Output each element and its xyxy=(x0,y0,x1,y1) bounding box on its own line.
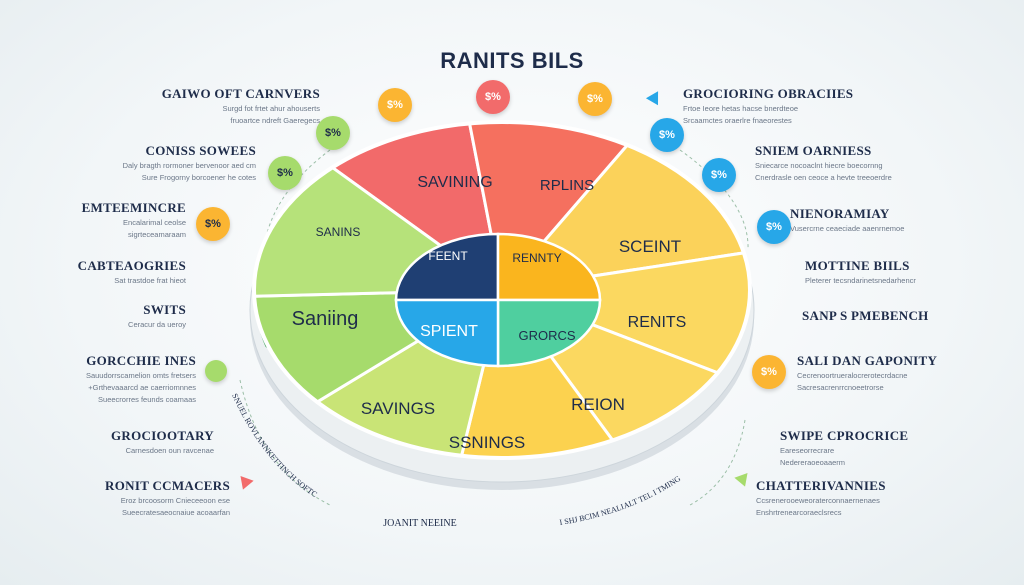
outer-slice-label-6: SSNINGS xyxy=(449,433,526,452)
percent-bubble-2: $% xyxy=(476,80,510,114)
outer-slice-label-7: SAVINGS xyxy=(361,399,435,418)
left-label-7: GROCIOOTARY Carnesdoen oun ravcenae xyxy=(111,428,214,455)
percent-bubble-4: $% xyxy=(316,116,350,150)
wheel-outline xyxy=(252,120,752,460)
percent-bubble-8: $% xyxy=(702,158,736,192)
inner-slice-label-2: RENNTY xyxy=(512,251,561,265)
percent-bubble-5: $% xyxy=(268,156,302,190)
inner-slice-2 xyxy=(496,232,602,302)
left-label-8: RONIT CCMACERS Eroz brcoosorm Cnieceeoon… xyxy=(105,478,230,517)
left-label-4: CABTEAOGRIES Sat trastdoe frat hieot xyxy=(77,258,186,285)
outer-slice-label-3: SCEINT xyxy=(619,237,681,256)
percent-bubble-11 xyxy=(205,360,227,382)
inner-slice-label-4: SPIENT xyxy=(420,323,478,340)
inner-slice-4 xyxy=(394,298,500,368)
connector-line-right-bottom xyxy=(689,419,746,506)
inner-slice-label-1: FEENT xyxy=(428,249,468,263)
bottom-text-mid: JOANIT NEEINE xyxy=(383,518,456,529)
outer-slice-label-4: RENITS xyxy=(628,314,687,331)
right-label-1: GROCIORING OBRACIIES Frtoe Ieore hetas h… xyxy=(683,86,854,125)
left-label-6: GORCCHIE INES Sauudorrscamelion omts fre… xyxy=(85,353,196,404)
right-label-2: SNIEM OARNIESS Sniecarce nocoaclnt hiecr… xyxy=(755,143,892,182)
right-label-4: MOTTINE BIILS Pleterer tecsndarinetsneda… xyxy=(805,258,916,285)
outer-slice-label-8: Saniing xyxy=(292,308,359,330)
percent-bubble-10: $% xyxy=(752,355,786,389)
right-label-8: CHATTERIVANNIES Ccsrenerooeweoraterconna… xyxy=(756,478,886,517)
percent-bubble-6: $% xyxy=(196,207,230,241)
right-label-5: SANP S PMEBENCH xyxy=(802,308,929,323)
outer-slice-label-9: SANINS xyxy=(316,225,361,239)
percent-bubble-9: $% xyxy=(757,210,791,244)
percent-bubble-1: $% xyxy=(378,88,412,122)
outer-slice-label-5: REION xyxy=(571,395,625,414)
inner-slices xyxy=(394,232,602,368)
inner-slice-3 xyxy=(496,298,602,368)
right-label-3: NIENORAMIAY Vusercrne ceaeciade aaenrnem… xyxy=(790,206,905,233)
percent-bubble-7: $% xyxy=(650,118,684,152)
right-label-6: SALI DAN GAPONITY Cecrenoortrueralocrero… xyxy=(797,353,938,392)
slice-labels: SAVINING RPLINS SCEINT RENITS REION SSNINGS SA… xyxy=(292,174,687,452)
outer-slice-label-1: SAVINING xyxy=(417,174,492,191)
left-label-3: EMTEEMINCRE Encalarimal ceolse sigrtecea… xyxy=(81,200,186,239)
connector-line-left-bottom xyxy=(239,379,331,506)
left-label-5: SWITS Ceracur da ueroy xyxy=(128,302,186,329)
percent-bubble-3: $% xyxy=(578,82,612,116)
left-label-1: GAIWO OFT CARNVERS Surgd fot frtet ahur … xyxy=(161,86,320,125)
right-label-7: SWIPE CPROCRICE Eareseorrecrare Nederera… xyxy=(780,428,909,467)
inner-slice-1 xyxy=(394,232,500,302)
left-label-2: CONISS SOWEES Daly bragth rormoner berve… xyxy=(122,143,256,182)
inner-slice-label-3: GRORCS xyxy=(518,328,575,343)
diagram-title: RANITS BILS xyxy=(440,48,584,73)
outer-slice-label-2: RPLINS xyxy=(540,177,594,194)
connector-line-right-top xyxy=(679,149,749,251)
